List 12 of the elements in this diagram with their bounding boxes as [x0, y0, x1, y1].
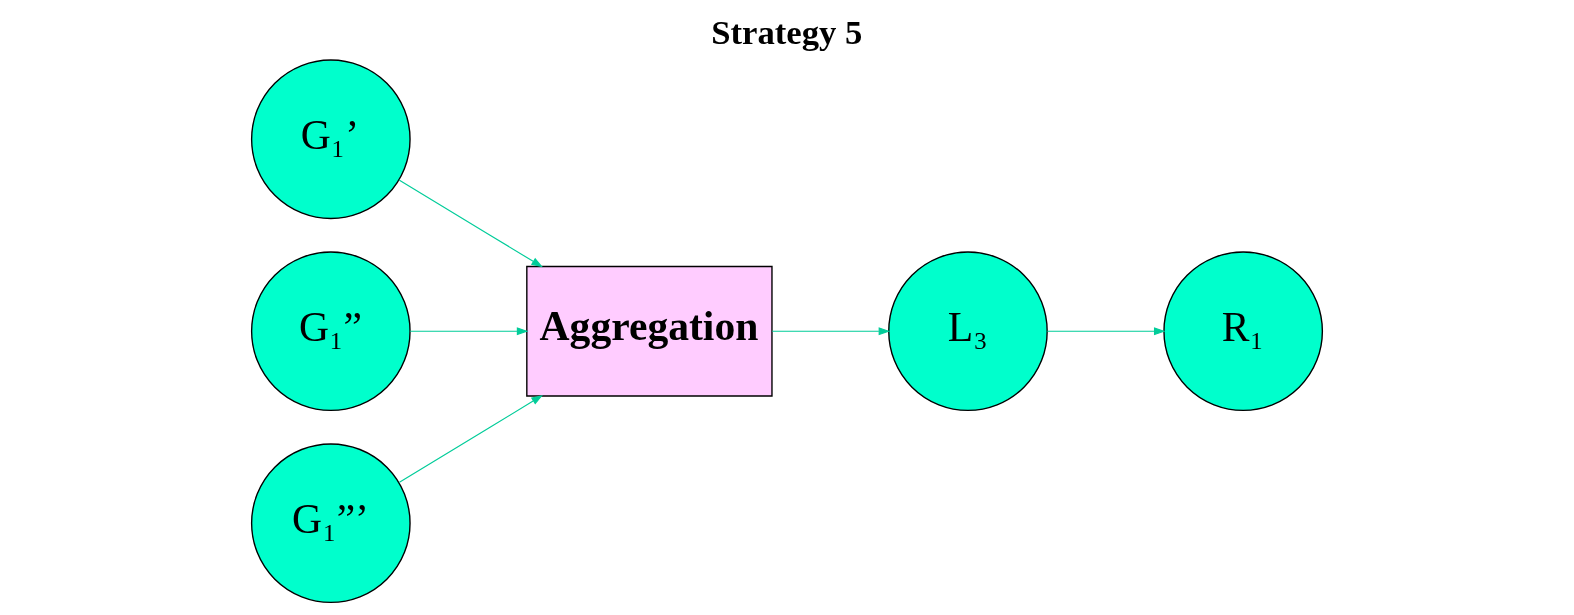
arrow [771, 327, 891, 336]
node-circle: G₁” [250, 251, 411, 412]
arrow [398, 179, 543, 268]
diagram-title: Strategy 5 [711, 12, 863, 52]
arrow [1046, 327, 1166, 336]
node-box: Aggregation [526, 265, 773, 397]
node-circle: G₁”’ [250, 443, 411, 604]
node-circle: G₁’ [250, 59, 411, 220]
node-circle: R₁ [1163, 251, 1324, 412]
node-circle: L₃ [888, 251, 1048, 412]
arrow [398, 395, 543, 484]
arrow [409, 327, 529, 336]
